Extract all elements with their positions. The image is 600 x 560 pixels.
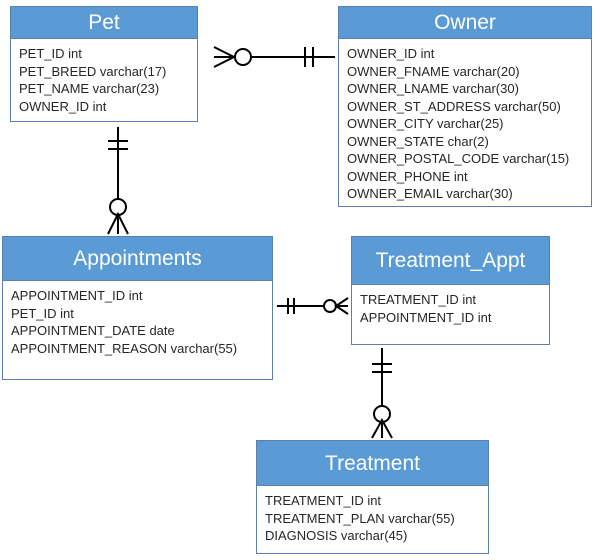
zero-circle-icon: [234, 48, 252, 66]
crows-foot-many-icon: [371, 417, 393, 439]
entity-treatment-appt: Treatment_Appt TREATMENT_ID int APPOINTM…: [351, 236, 550, 345]
attribute: PET_NAME varchar(23): [19, 81, 160, 96]
attribute: OWNER_ID int: [19, 98, 107, 114]
attribute: OWNER_PHONE int: [347, 168, 468, 184]
attribute: PET_BREED varchar(17): [19, 63, 167, 79]
entity-title: Treatment_Appt: [352, 237, 549, 285]
entity-appointments: Appointments APPOINTMENT_ID int PET_ID i…: [2, 236, 273, 380]
attribute: APPOINTMENT_DATE date: [11, 323, 175, 338]
entity-treatment: Treatment TREATMENT_ID int TREATMENT_PLA…: [256, 440, 489, 554]
attribute: PET_ID int: [11, 305, 74, 321]
crows-foot-many-icon: [107, 211, 129, 235]
attribute: OWNER_ST_ADDRESS varchar(50): [347, 98, 561, 114]
entity-title: Treatment: [257, 441, 488, 486]
entity-pet: Pet PET_ID int PET_BREED varchar(17) PET…: [10, 6, 198, 122]
entity-title: Pet: [11, 7, 197, 39]
attribute: OWNER_CITY varchar(25): [347, 116, 504, 131]
attribute: TREATMENT_ID int: [265, 493, 382, 508]
attribute: OWNER_POSTAL_CODE varchar(15): [347, 151, 570, 166]
attribute: OWNER_EMAIL varchar(30): [347, 186, 513, 201]
attribute-list: TREATMENT_ID int APPOINTMENT_ID int: [352, 285, 549, 326]
relationship-pet-owner: [213, 46, 335, 68]
attribute-list: OWNER_ID int OWNER_FNAME varchar(20) OWN…: [339, 39, 591, 203]
attribute: APPOINTMENT_ID int: [360, 309, 492, 325]
relationship-appointments-treatment-appt: [277, 297, 349, 315]
entity-title: Owner: [339, 7, 591, 39]
attribute: PET_ID int: [19, 46, 82, 61]
entity-title: Appointments: [3, 237, 272, 281]
attribute: TREATMENT_ID int: [360, 292, 477, 307]
attribute: APPOINTMENT_ID int: [11, 288, 143, 303]
entity-owner: Owner OWNER_ID int OWNER_FNAME varchar(2…: [338, 6, 592, 207]
attribute: OWNER_LNAME varchar(30): [347, 81, 519, 96]
attribute: OWNER_STATE char(2): [347, 133, 489, 149]
attribute-list: APPOINTMENT_ID int PET_ID int APPOINTMEN…: [3, 281, 272, 357]
relationship-pet-appointments: [107, 127, 129, 235]
attribute: APPOINTMENT_REASON varchar(55): [11, 340, 238, 356]
attribute-list: TREATMENT_ID int TREATMENT_PLAN varchar(…: [257, 486, 488, 545]
relationship-treatment-appt-treatment: [371, 348, 393, 439]
attribute: OWNER_ID int: [347, 46, 435, 61]
attribute-list: PET_ID int PET_BREED varchar(17) PET_NAM…: [11, 39, 197, 115]
attribute: OWNER_FNAME varchar(20): [347, 63, 520, 79]
attribute: TREATMENT_PLAN varchar(55): [265, 510, 455, 526]
crows-foot-many-icon: [334, 297, 349, 315]
attribute: DIAGNOSIS varchar(45): [265, 528, 408, 543]
